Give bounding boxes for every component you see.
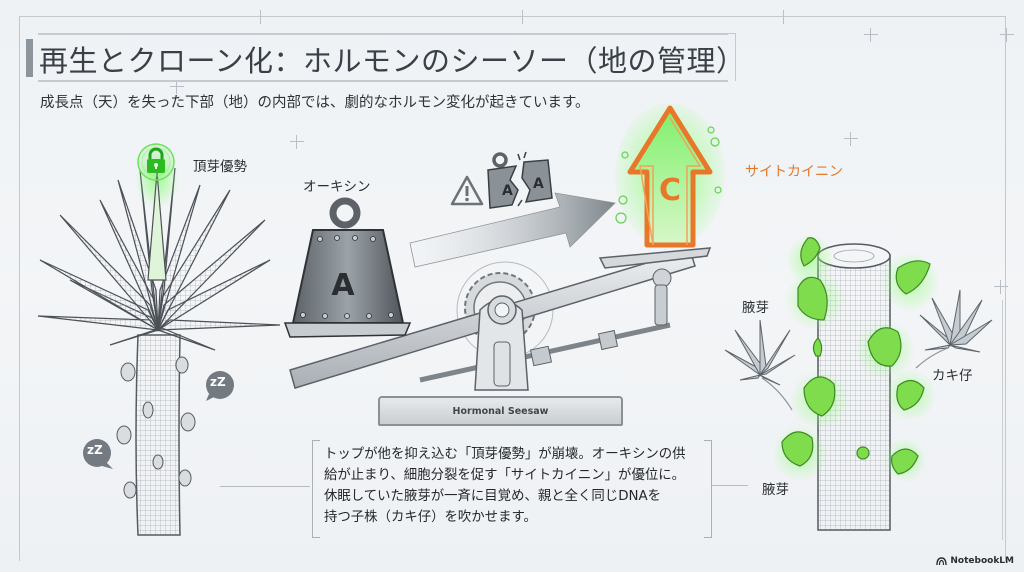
title-bracket — [728, 33, 736, 81]
title-block: 再生とクローン化：ホルモンのシーソー（地の管理） — [26, 33, 745, 82]
sleep-bubble-text: zZ — [210, 375, 226, 389]
description-line: 持つ子株（カキ仔）を吹かせます。 — [324, 510, 537, 525]
description-box: トップが他を抑え込む「頂芽優勢」が崩壊。オーキシンの供 給が止まり、細胞分裂を促… — [312, 440, 712, 538]
broken-weight-icon: A A — [487, 151, 553, 209]
title-rule-top — [38, 33, 728, 35]
crosshair-mark — [1000, 28, 1014, 42]
cytokinin-label: サイトカイニン — [745, 164, 843, 180]
description-text: トップが他を抑え込む「頂芽優勢」が崩壊。オーキシンの供 給が止まり、細胞分裂を促… — [324, 444, 704, 528]
seesaw-plate-label: Hormonal Seesaw — [452, 405, 549, 417]
sleep-bubble-icon: zZ — [203, 370, 235, 401]
aloe-plant-illustration — [37, 152, 281, 536]
notebooklm-logo-icon — [936, 557, 948, 566]
frame-tick — [260, 10, 261, 24]
arrow-up-icon: C — [615, 103, 725, 248]
brand-watermark: NotebookLM — [936, 556, 1014, 566]
description-line: 休眠していた腋芽が一斉に目覚め、親と全く同じDNAを — [324, 489, 662, 504]
seesaw-base-plate: Hormonal Seesaw — [378, 396, 623, 426]
axillary-bud-label-bottom: 腋芽 — [762, 482, 789, 498]
frame-left-line — [19, 16, 20, 561]
frame-right-line — [1005, 16, 1006, 561]
title-accent-bar — [26, 39, 33, 77]
guide-line — [712, 485, 748, 486]
warning-icon — [450, 175, 484, 206]
page-subtitle: 成長点（天）を失った下部（地）の内部では、劇的なホルモン変化が起きています。 — [40, 95, 590, 111]
axillary-bud-label-top: 腋芽 — [742, 300, 769, 316]
page-title: 再生とクローン化：ホルモンのシーソー（地の管理） — [39, 44, 746, 78]
description-line: 給が止まり、細胞分裂を促す「サイトカイニン」が優位に。 — [324, 468, 686, 483]
brand-name: NotebookLM — [950, 556, 1014, 566]
bracket-left — [312, 440, 320, 538]
bracket-right — [704, 440, 712, 538]
auxin-weight-icon: A — [283, 197, 412, 338]
crosshair-mark — [864, 28, 878, 42]
seesaw-illustration — [289, 247, 712, 391]
description-line: トップが他を抑え込む「頂芽優勢」が崩壊。オーキシンの供 — [324, 447, 686, 462]
sleep-bubble-text: zZ — [87, 443, 103, 457]
apical-dominance-label: 頂芽優勢 — [193, 159, 247, 175]
crosshair-mark — [290, 135, 304, 149]
sleep-bubble-icon: zZ — [82, 438, 114, 469]
title-rule-bottom — [38, 80, 728, 82]
lock-icon — [137, 143, 175, 181]
sprouting-trunk-illustration — [724, 234, 993, 531]
frame-tick — [522, 10, 523, 24]
frame-tick — [783, 10, 784, 24]
crosshair-mark — [170, 80, 184, 94]
guide-line — [220, 486, 310, 487]
frame-top-line — [20, 16, 1005, 17]
arrow-right-icon — [409, 192, 616, 268]
guide-line — [1002, 300, 1003, 540]
svg-text:A: A — [502, 183, 513, 199]
svg-text:A: A — [533, 176, 544, 192]
svg-text:C: C — [659, 173, 681, 208]
offshoot-label: カキ仔 — [932, 368, 973, 384]
crosshair-mark — [994, 280, 1008, 294]
svg-text:A: A — [331, 268, 355, 303]
crosshair-mark — [844, 132, 858, 146]
auxin-label: オーキシン — [303, 179, 371, 195]
